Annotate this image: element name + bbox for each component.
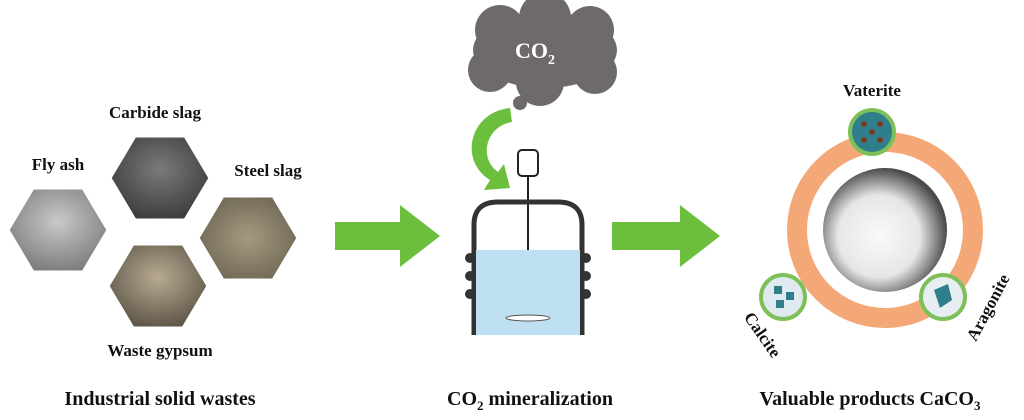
steel-slag-image bbox=[196, 194, 300, 282]
label-aragonite: Aragonite bbox=[963, 270, 1014, 344]
label-fly-ash: Fly ash bbox=[32, 155, 85, 174]
left-title: Industrial solid wastes bbox=[64, 388, 255, 410]
aragonite-badge bbox=[919, 273, 967, 321]
waste-hexagons bbox=[6, 134, 300, 330]
co2-cloud-icon bbox=[468, 0, 617, 110]
label-vaterite: Vaterite bbox=[843, 81, 901, 100]
arrow-right-icon bbox=[612, 205, 720, 267]
curved-arrow-icon bbox=[471, 108, 512, 190]
carbide-slag-image bbox=[108, 134, 212, 222]
waste-gypsum-image bbox=[106, 242, 210, 330]
label-steel-slag: Steel slag bbox=[234, 161, 302, 180]
reactor-icon bbox=[465, 149, 591, 335]
fly-ash-image bbox=[6, 186, 110, 274]
label-waste-gypsum: Waste gypsum bbox=[107, 341, 212, 360]
arrow-right-icon bbox=[335, 205, 440, 267]
middle-title: CO2 mineralization bbox=[447, 388, 613, 413]
right-title: Valuable products CaCO3 bbox=[760, 388, 982, 413]
calcite-badge bbox=[759, 273, 807, 321]
cloud-label: CO2 bbox=[515, 38, 555, 68]
vaterite-badge bbox=[848, 108, 896, 156]
label-carbide-slag: Carbide slag bbox=[109, 103, 202, 122]
caco3-powder-image bbox=[823, 168, 947, 292]
